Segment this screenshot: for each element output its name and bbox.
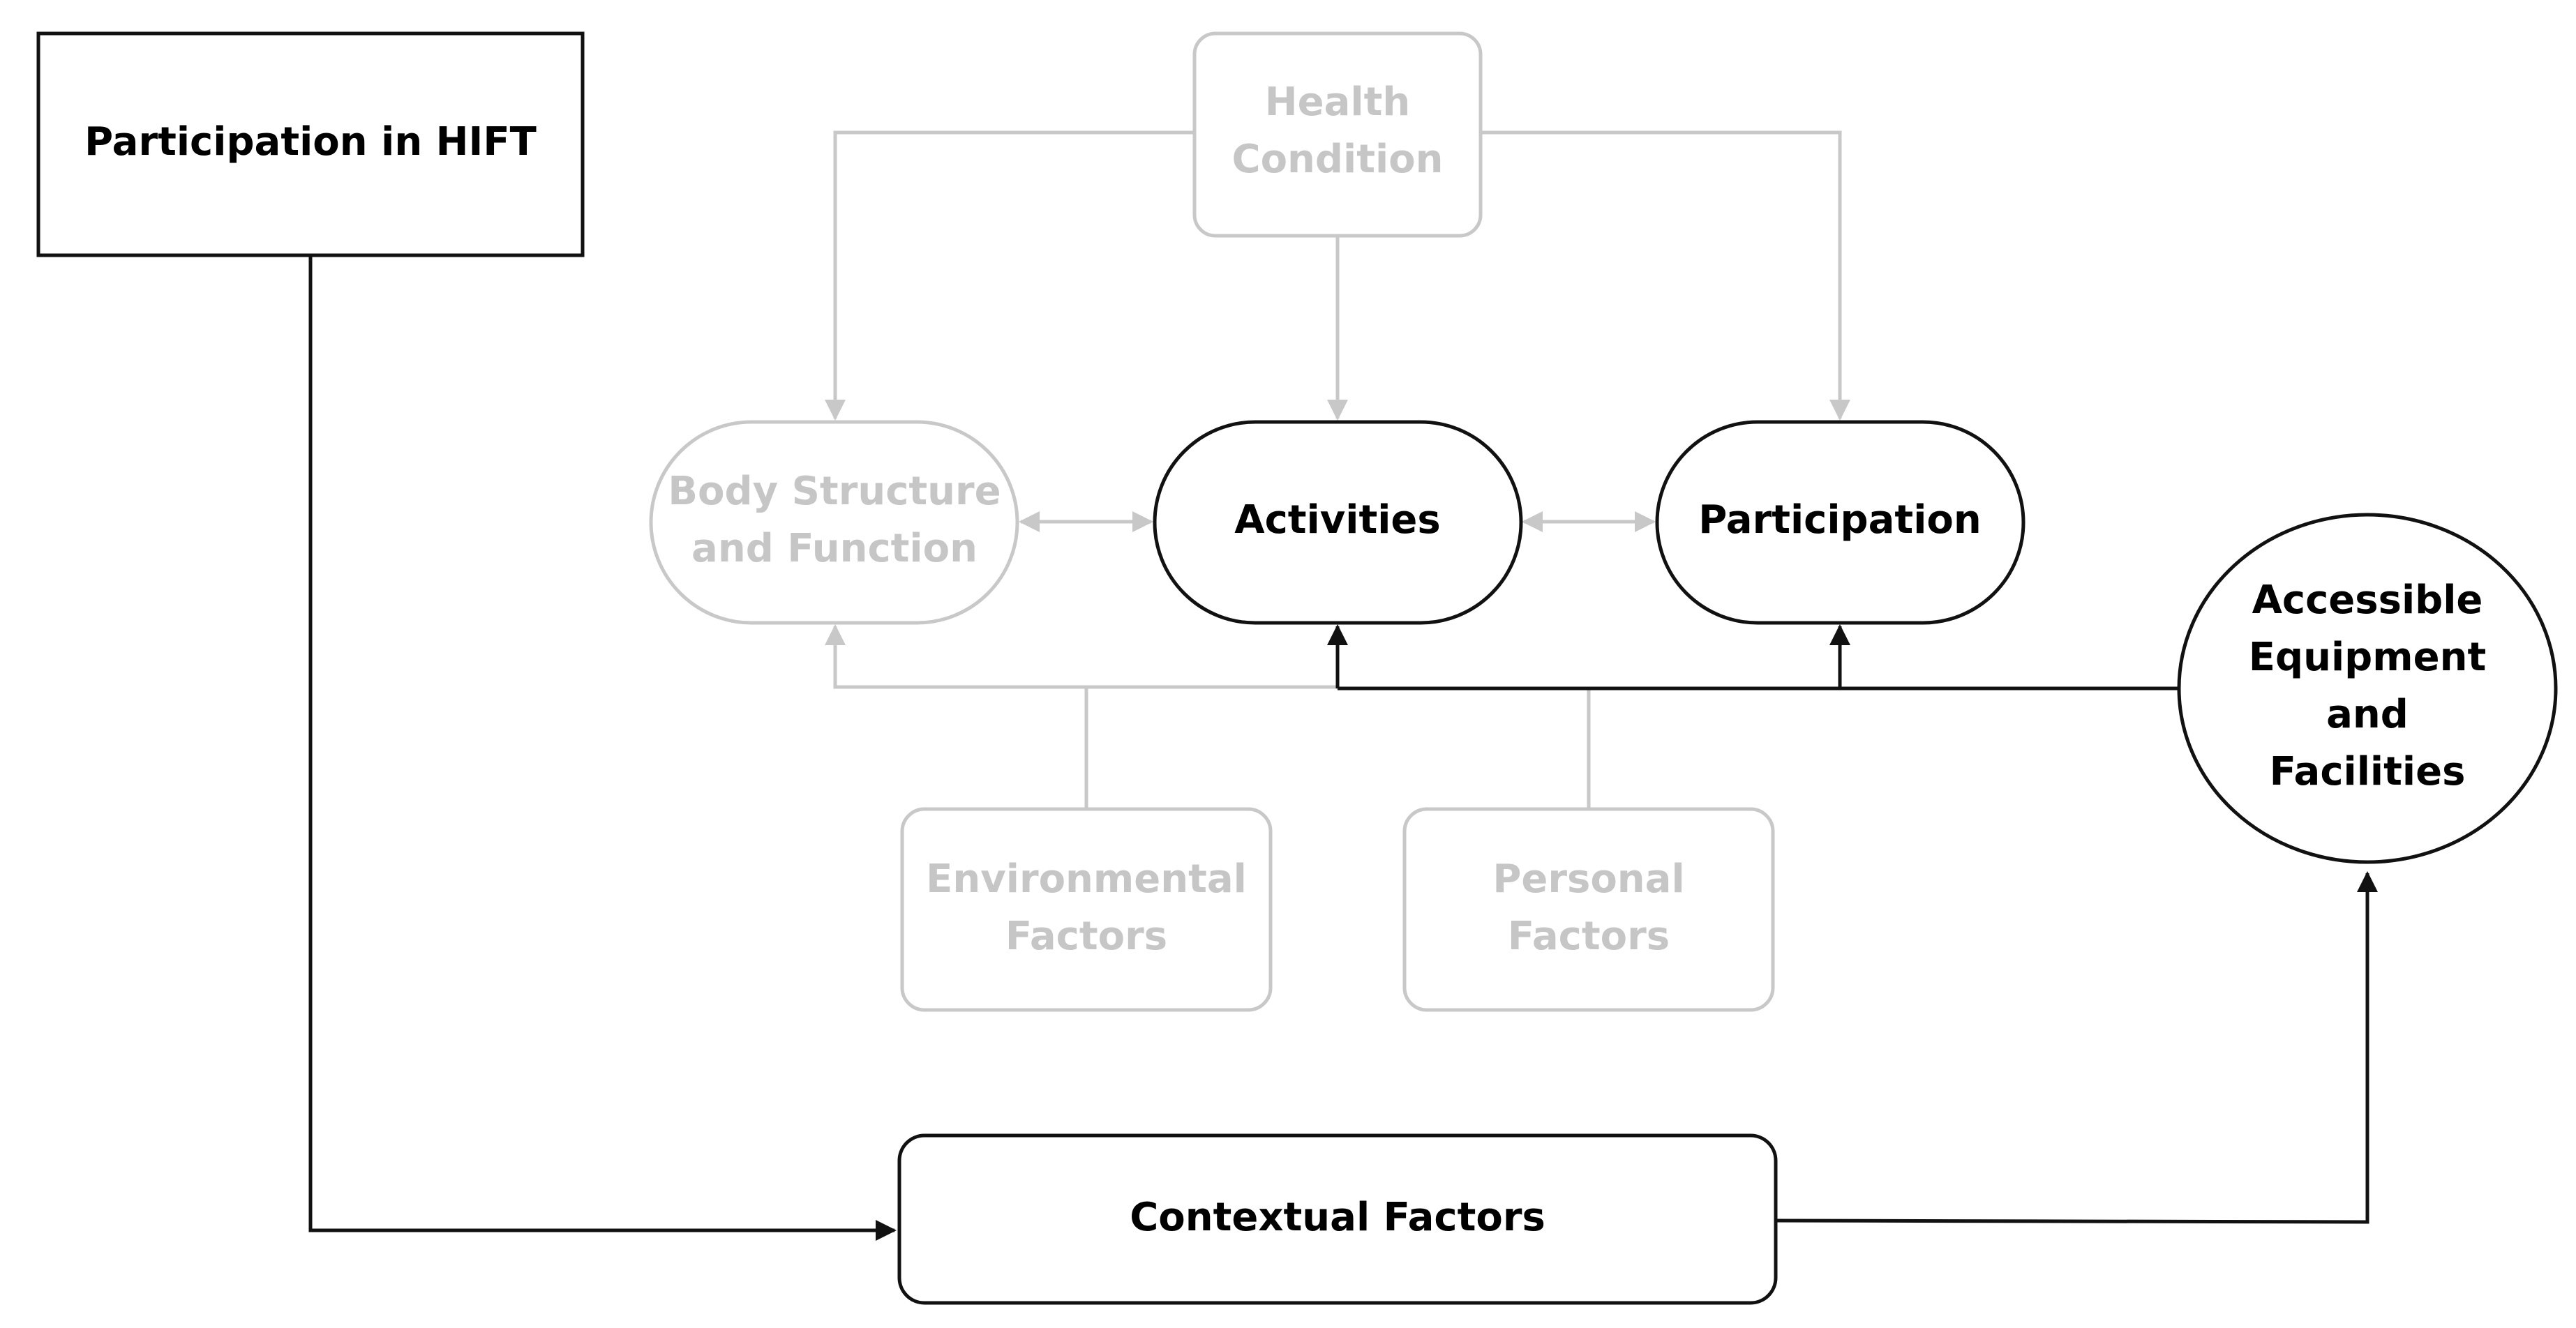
node-participation-in-hift: Participation in HIFT <box>36 31 585 257</box>
node-accessible-line3: and <box>2326 692 2409 737</box>
node-contextual-factors: Contextual Factors <box>897 1133 1778 1305</box>
connector-health-to-body <box>825 130 1195 421</box>
node-body-structure-line1: Body Structure <box>668 469 1001 514</box>
node-contextual-label: Contextual Factors <box>1130 1195 1545 1240</box>
node-environmental-line2: Factors <box>1005 914 1167 959</box>
node-accessible-line1: Accessible <box>2252 578 2483 623</box>
connector-health-to-participation <box>1481 130 1850 421</box>
node-accessible-line2: Equipment <box>2249 635 2486 680</box>
dark-connectors <box>308 255 2378 1241</box>
node-body-structure-line2: and Function <box>691 526 978 571</box>
node-activities-label: Activities <box>1234 497 1440 543</box>
node-environmental-factors: Environmental Factors <box>900 807 1273 1012</box>
grey-connectors <box>825 130 1850 809</box>
node-personal-factors: Personal Factors <box>1402 807 1775 1012</box>
node-health-condition-line2: Condition <box>1231 137 1443 182</box>
node-activities: Activities <box>1153 420 1523 625</box>
node-participation-in-hift-label: Participation in HIFT <box>84 119 537 165</box>
node-participation: Participation <box>1655 420 2025 625</box>
node-participation-label: Participation <box>1698 497 1981 543</box>
node-body-structure: Body Structure and Function <box>649 420 1019 625</box>
connector-contextual-to-accessible <box>1775 871 2378 1224</box>
node-health-condition-line1: Health <box>1265 80 1410 125</box>
connector-bus-to-body <box>825 624 1338 689</box>
node-environmental-line1: Environmental <box>926 857 1247 902</box>
node-health-condition: Health Condition <box>1192 31 1483 238</box>
node-accessible-equipment: Accessible Equipment and Facilities <box>2177 513 2558 864</box>
node-accessible-line4: Facilities <box>2270 749 2466 794</box>
node-personal-line1: Personal <box>1492 857 1684 902</box>
node-personal-line2: Factors <box>1508 914 1670 959</box>
connector-hift-to-contextual <box>308 255 897 1241</box>
